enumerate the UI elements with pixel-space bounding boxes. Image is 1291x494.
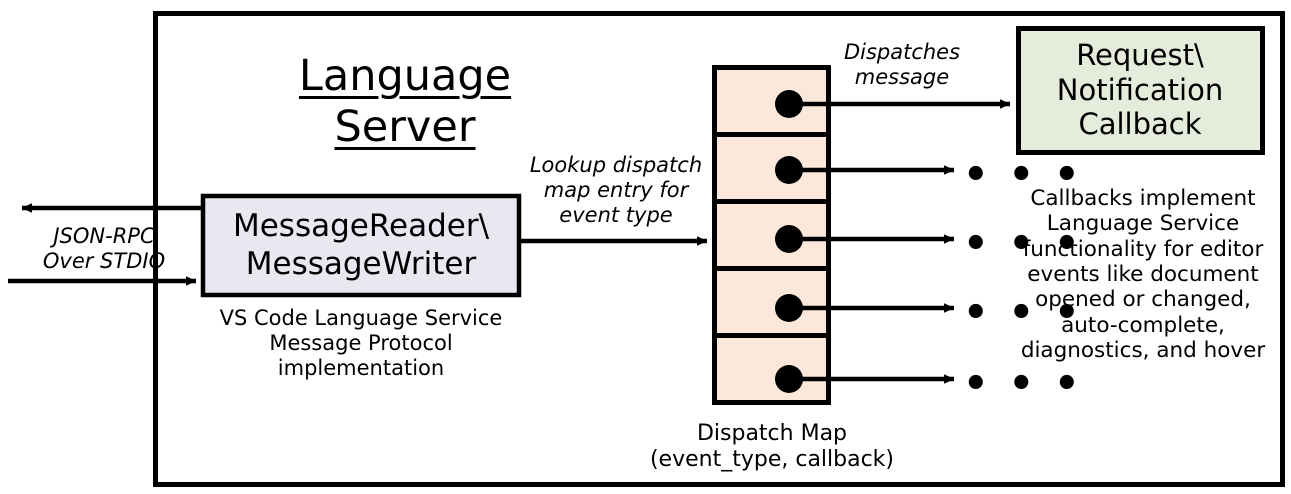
row-4-ellipsis-icon: • • •	[963, 290, 1083, 336]
dispatch-map-row-4	[712, 266, 831, 338]
dispatch-map-table	[712, 65, 831, 405]
dispatch-map-row-2	[712, 132, 831, 204]
lookup-dispatch-label: Lookup dispatch map entry for event type	[529, 153, 703, 227]
dispatch-row-3-dot	[775, 225, 803, 253]
dispatch-row-4-dot	[775, 294, 803, 322]
dispatches-message-label: Dispatches message	[843, 40, 961, 89]
message-reader-writer-label[interactable]: MessageReader\ MessageWriter	[232, 208, 490, 282]
row-3-ellipsis-icon: • • •	[963, 221, 1083, 267]
row-5-ellipsis-icon: • • •	[963, 361, 1083, 407]
message-box-caption: VS Code Language Service Message Protoco…	[219, 306, 503, 380]
callback-caption: Callbacks implement Language Service fun…	[1020, 186, 1266, 364]
dispatch-row-2-dot	[775, 156, 803, 184]
page-title: Language Server	[298, 51, 512, 152]
row-2-ellipsis-icon: • • •	[963, 152, 1083, 198]
dispatch-map-caption: Dispatch Map (event_type, callback)	[649, 421, 895, 472]
json-rpc-label: JSON-RPC Over STDIO	[42, 224, 166, 273]
dispatch-map-row-3	[712, 199, 831, 271]
dispatch-map-row-1	[712, 65, 831, 137]
dispatch-row-5-dot	[775, 365, 803, 393]
request-notification-callback-label[interactable]: Request\ Notification Callback	[1056, 37, 1224, 142]
dispatch-row-1-dot	[775, 90, 803, 118]
dispatch-map-row-5	[712, 333, 831, 405]
